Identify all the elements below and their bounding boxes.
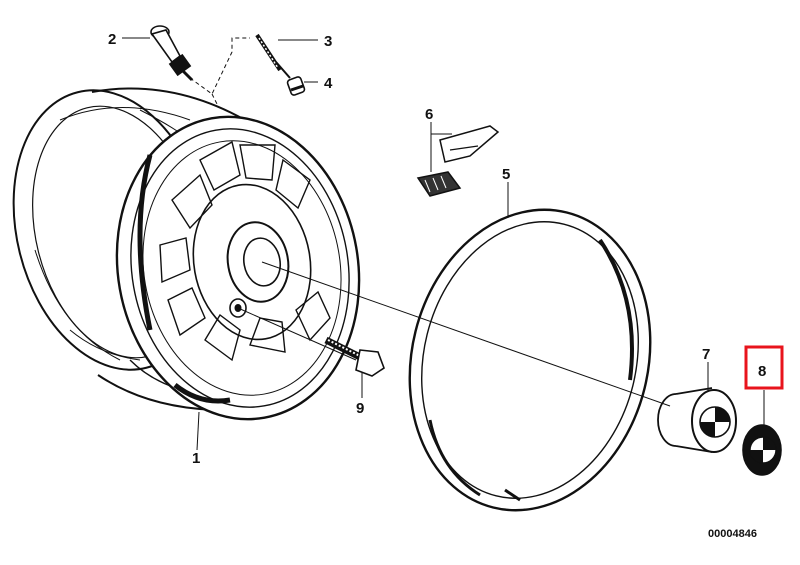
reference-code: 00004846 [708, 528, 757, 540]
trim-ring [408, 208, 652, 512]
valve-insert [255, 33, 291, 79]
callout-4[interactable]: 4 [324, 75, 333, 92]
emblem [742, 424, 782, 476]
wheel-rim [12, 87, 361, 421]
callout-1[interactable]: 1 [192, 450, 200, 467]
callout-2[interactable]: 2 [108, 31, 116, 48]
callout-3[interactable]: 3 [324, 33, 332, 50]
callout-8[interactable]: 8 [758, 363, 766, 380]
wheel-bolt [324, 336, 385, 377]
highlight-box [744, 345, 784, 390]
callout-6[interactable]: 6 [425, 106, 433, 123]
tire-valve [150, 25, 194, 82]
valve-cap [286, 76, 306, 96]
callout-9[interactable]: 9 [356, 400, 364, 417]
callout-5[interactable]: 5 [502, 166, 510, 183]
hub-cap [657, 387, 737, 453]
leader-lines [122, 37, 765, 451]
balance-weight-clip [416, 125, 500, 197]
callout-7[interactable]: 7 [702, 346, 710, 363]
